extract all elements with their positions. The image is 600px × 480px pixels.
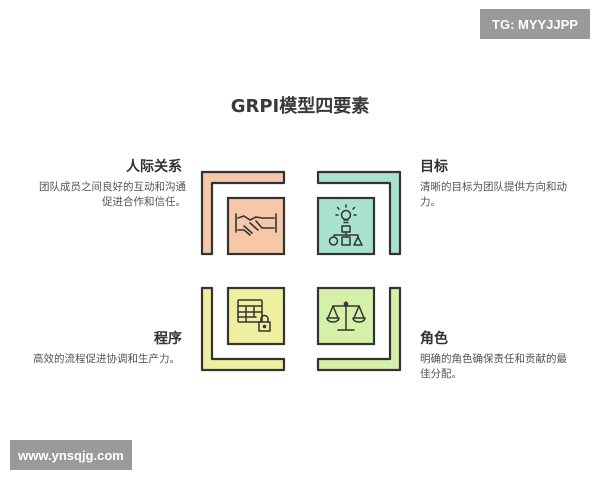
lightbulb-org-icon [328, 204, 363, 246]
goals-description: 清晰的目标为团队提供方向和动 力。 [420, 180, 585, 210]
processes-description-line: 高效的流程促进协调和生产力。 [33, 353, 180, 365]
goals-bracket [316, 170, 402, 256]
goals-block [316, 170, 402, 256]
scales-icon [326, 301, 366, 331]
relationships-description-line: 促进合作和信任。 [102, 196, 186, 208]
processes-bracket [200, 286, 286, 372]
processes-block [200, 286, 286, 372]
relationships-bracket [200, 170, 286, 256]
watermark-top: TG: MYYJJPP [480, 9, 590, 39]
roles-block [316, 286, 402, 372]
relationships-block [200, 170, 286, 256]
processes-heading: 程序 [154, 331, 182, 347]
goals-description-line: 力。 [420, 196, 441, 208]
relationships-description: 团队成员之间良好的互动和沟通 促进合作和信任。 [26, 180, 186, 210]
relationships-description-line: 团队成员之间良好的互动和沟通 [39, 181, 186, 193]
goals-description-line: 清晰的目标为团队提供方向和动 [420, 181, 567, 193]
roles-bracket [316, 286, 402, 372]
locked-table-icon [237, 299, 271, 332]
roles-heading: 角色 [420, 331, 448, 347]
roles-description: 明确的角色确保责任和贡献的最 佳分配。 [420, 352, 585, 382]
relationships-tile [226, 196, 286, 256]
handshake-icon [235, 213, 277, 236]
processes-description: 高效的流程促进协调和生产力。 [20, 352, 180, 367]
relationships-heading: 人际关系 [126, 159, 182, 175]
processes-tile [226, 286, 286, 346]
watermark-bottom: www.ynsqjg.com [10, 440, 132, 470]
roles-description-line: 佳分配。 [420, 368, 462, 380]
roles-description-line: 明确的角色确保责任和贡献的最 [420, 353, 567, 365]
diagram-title: GRPI模型四要素 [230, 96, 370, 117]
goals-heading: 目标 [420, 159, 448, 175]
